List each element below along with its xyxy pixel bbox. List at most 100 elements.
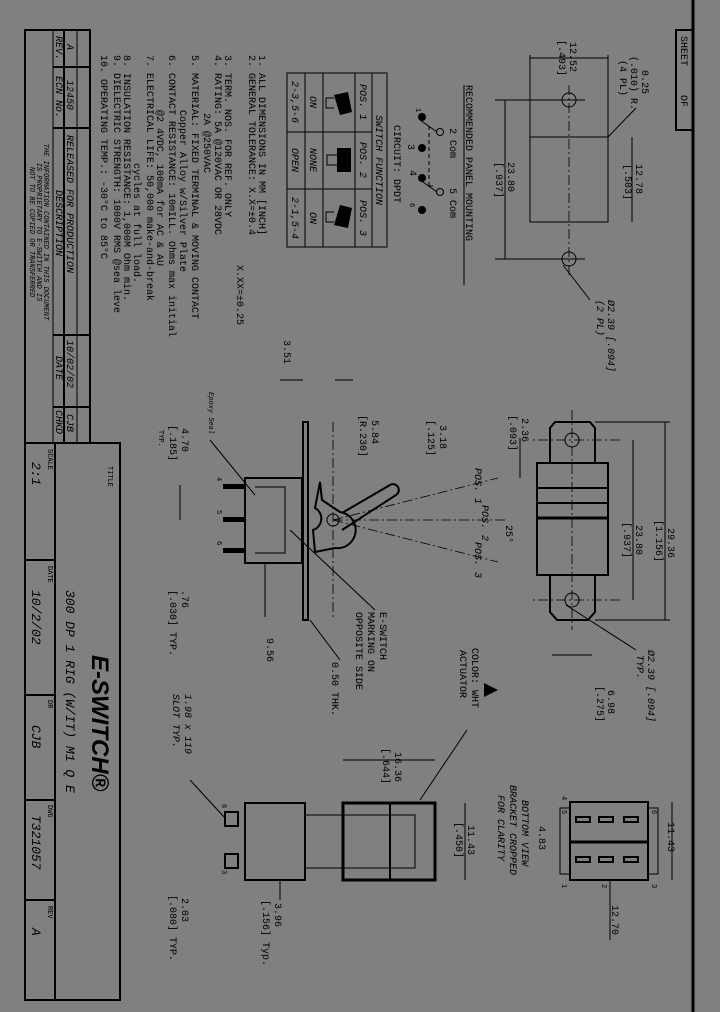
actuator-pos2-icon — [326, 148, 351, 172]
terminal-label: 1 — [559, 884, 567, 888]
date-value: 10/02/02 — [63, 340, 75, 388]
dimension-label: .76 — [178, 590, 189, 608]
dimension-label: 3.96 — [271, 903, 282, 927]
terminal-label: 4 — [559, 796, 567, 800]
dimension-label: 29.36 — [664, 528, 675, 558]
terminal-label: 2 — [599, 884, 607, 888]
dimension-label: 3.51 — [280, 340, 291, 364]
actuator-pos3-icon — [325, 205, 352, 228]
note-line: 2. GENERAL TOLERANCE: X.X=±0.4 — [245, 55, 256, 235]
dwg-number: T321057 — [28, 815, 43, 870]
pin-label: 2 Com — [446, 128, 457, 158]
callout-label: SLOT TYP. — [169, 694, 180, 748]
note-line: 5. MATERIAL: FIXED TERMINAL & MOVING CON… — [188, 55, 199, 319]
side-view: 4 5 6 POS. 1 POS. 2 POS. 3 25° 3.51 5.84… — [156, 340, 514, 716]
dimension-label: [.185] — [166, 425, 178, 461]
actuator-pos1-icon — [325, 92, 352, 115]
bottom-view: 4 5 6 1 2 3 BOTTOM VIEW BRACKET CROPPED … — [494, 785, 675, 940]
dimension-label: [R.230] — [356, 415, 368, 457]
switch-function-table: SWITCH FUNCTION POS. 1 POS. 2 POS. 3 ON … — [286, 72, 388, 248]
dimension-label: 12.70 — [608, 905, 619, 935]
dimension-label: 6.98 — [604, 690, 615, 714]
e-switch-logo: E-SWITCH® — [86, 655, 113, 792]
terminal-label: 6 — [214, 541, 222, 545]
dimension-label: (2 PL) — [593, 300, 605, 336]
note-line: 3. TERM. NOS. FOR REF. ONLY — [221, 55, 232, 217]
pos-header: POS. 2 — [356, 142, 367, 178]
terminal-6 — [224, 811, 239, 827]
dimension-label: [.080] TYP. — [166, 895, 178, 961]
of-label: OF — [677, 95, 688, 107]
rev-label: REV — [45, 906, 53, 919]
drawn-by-value: CJB — [28, 725, 43, 749]
dimension-label: (.010) R. — [627, 56, 639, 110]
terminal-label: 3 — [649, 884, 657, 888]
revision-block: REV. ECN No. DESCRIPTION DATE CHKD A 124… — [24, 29, 91, 444]
terminal-3 — [224, 853, 239, 869]
terminal-label: 3 — [219, 870, 227, 874]
dimension-label: 11.43 — [464, 825, 475, 855]
sheet-box — [675, 29, 694, 131]
drawn-by-label: DR — [45, 700, 53, 709]
front-view: 29.36 [1.156] 23.80 [.937] 2.36 [.093] Ø… — [506, 410, 675, 722]
dimension-label: 16.36 — [391, 752, 402, 782]
terminal-label: 5 — [559, 810, 567, 814]
dimension-label: [.937] — [620, 522, 632, 558]
dimension-label: 11.43 — [664, 822, 675, 852]
state-cell: ON — [306, 212, 317, 224]
panel-mounting-title: RECOMMENDED PANEL MOUNTING — [462, 85, 473, 241]
terminal-4 — [223, 484, 245, 489]
dimension-label: 12.78 — [632, 164, 643, 194]
proprietary-notice-line: IS PROPRIETARY TO E-SWITCH AND IS — [34, 163, 42, 302]
pos-header: POS. 1 — [356, 84, 367, 120]
scale-label: SCALE — [45, 449, 53, 470]
circuit-label: CIRCUIT: DPDT — [390, 125, 401, 203]
actuator-lever — [341, 483, 400, 531]
dimension-label: 0.50 THK. — [328, 662, 339, 716]
dimension-label: [1.156] — [652, 520, 664, 562]
circuit-cell: 2-1,5-4 — [288, 197, 299, 239]
title-block: TITLE E-SWITCH® 300 DP 1 RIG (W/IT) M1 Q… — [24, 442, 121, 1001]
dimension-label: 23.80 — [632, 525, 643, 555]
title-label: TITLE — [105, 466, 113, 487]
switch-function-title: SWITCH FUNCTION — [372, 115, 383, 205]
terminal-5 — [223, 517, 245, 522]
proprietary-notice-line: THE INFORMATION CONTAINED IN THIS DOCUME… — [41, 144, 49, 321]
ecn-value: 12450 — [63, 80, 74, 110]
callout-label: COLOR: WHT — [468, 648, 479, 708]
ecn-header: ECN No. — [52, 76, 63, 118]
note-line: 2A @250VAC — [200, 113, 212, 173]
callout-label: 1.98 x 119 — [181, 694, 192, 754]
dimension-label: [.156] Typ. — [259, 900, 271, 966]
position-label: POS. 2 — [478, 505, 489, 541]
dimension-label: [.644] — [379, 748, 391, 784]
dimension-label: [.450] — [452, 822, 464, 858]
dimension-label: [.493] — [555, 40, 567, 76]
note-line: cycles at full load. — [130, 163, 142, 283]
actuator-body — [311, 481, 357, 554]
dimension-label: 4.70 — [178, 428, 189, 452]
rev-value: A — [63, 43, 74, 50]
dimension-label: [.275] — [593, 686, 605, 722]
rev-header: REV. — [52, 36, 63, 60]
dimension-label: 23.80 — [504, 162, 515, 192]
callout-label: ACTUATOR — [456, 650, 467, 698]
date-value: 10/2/02 — [28, 590, 43, 645]
circuit-cell: 2-3,5-6 — [288, 81, 299, 123]
terminal-6 — [223, 548, 245, 553]
circuit-cell: OPEN — [288, 148, 299, 172]
triangle-marker-icon — [484, 683, 498, 697]
note-line: 8. INSULATION RESISTANCE: 1,000M Ohm min… — [120, 55, 132, 301]
terminal-label: 5 — [214, 510, 222, 514]
chkd-header: CHKD — [52, 410, 63, 434]
state-cell: ON — [306, 96, 317, 108]
dimension-label: 2.03 — [178, 898, 189, 922]
date-label: DATE — [45, 566, 53, 583]
dimension-label: TYP. — [633, 655, 644, 679]
note-line: @2 4VDC, 100mA for AC & AU — [153, 110, 165, 266]
dimension-label: [.125] — [424, 420, 436, 456]
note-line: X.XX=±0.25 — [233, 265, 244, 325]
pin-label: 3 — [404, 144, 415, 150]
